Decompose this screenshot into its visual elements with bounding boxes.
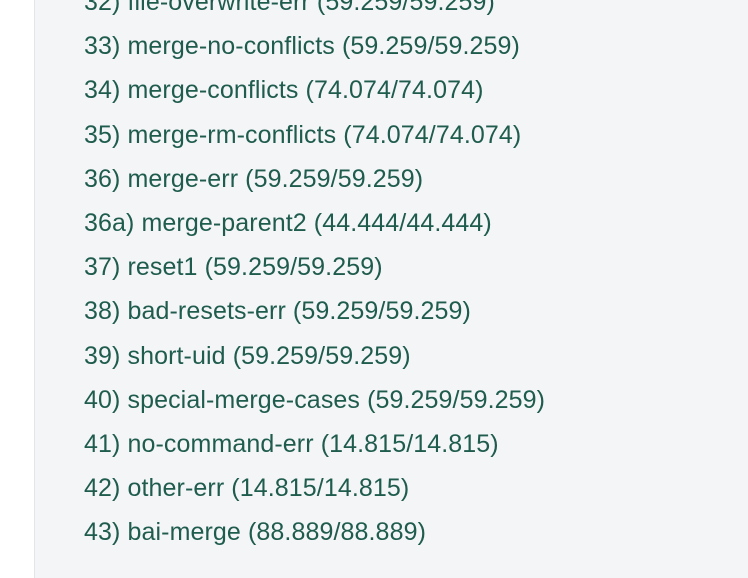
result-line: 34) merge-conflicts (74.074/74.074) [84, 76, 484, 105]
result-line: 41) no-command-err (14.815/14.815) [84, 429, 499, 458]
result-line: 37) reset1 (59.259/59.259) [84, 253, 383, 282]
result-line: 39) short-uid (59.259/59.259) [84, 341, 411, 370]
results-list: 32) file-overwrite-err (59.259/59.259) 3… [84, 0, 545, 554]
result-line: 38) bad-resets-err (59.259/59.259) [84, 297, 471, 326]
result-line: 36a) merge-parent2 (44.444/44.444) [84, 208, 492, 237]
result-line: 40) special-merge-cases (59.259/59.259) [84, 385, 546, 414]
results-panel: 32) file-overwrite-err (59.259/59.259) 3… [34, 0, 748, 578]
result-line: 35) merge-rm-conflicts (74.074/74.074) [84, 120, 522, 149]
result-line: 42) other-err (14.815/14.815) [84, 474, 410, 503]
result-line: 33) merge-no-conflicts (59.259/59.259) [84, 32, 520, 61]
result-line: 43) bai-merge (88.889/88.889) [84, 518, 426, 547]
result-line: 32) file-overwrite-err (59.259/59.259) [84, 0, 495, 16]
result-line: 36) merge-err (59.259/59.259) [84, 164, 424, 193]
